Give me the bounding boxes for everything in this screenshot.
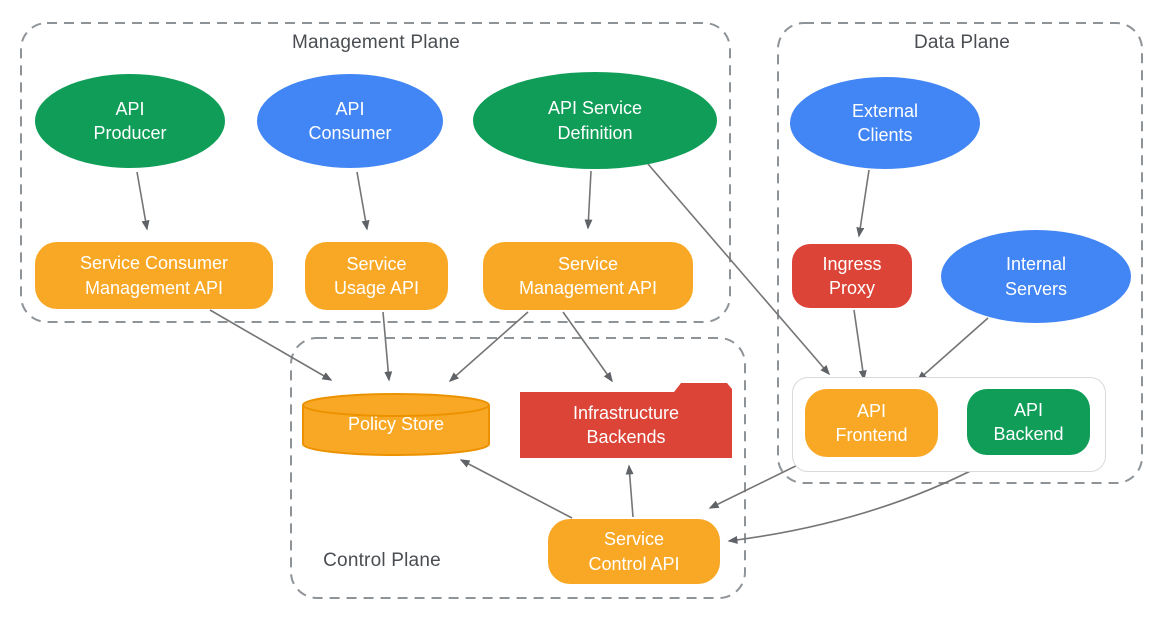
- edge-frontend-to-sca: [708, 458, 811, 509]
- node-api-consumer: API Consumer: [257, 74, 443, 168]
- data-plane-title: Data Plane: [913, 32, 1010, 53]
- management-plane-title: Management Plane: [292, 32, 460, 53]
- edge-sca-to-policy-store: [459, 459, 573, 519]
- node-service-usage-api: Service Usage API: [305, 242, 448, 310]
- edge-consumer-to-sua: [356, 171, 370, 231]
- infrastructure-backends-shape: [520, 383, 732, 458]
- node-service-management-api: Service Management API: [483, 242, 693, 310]
- edge-backend-to-sca: [727, 457, 996, 544]
- edge-extclients-to-ingress: [856, 169, 870, 238]
- node-service-control-api: Service Control API: [548, 519, 720, 584]
- edge-asd-to-frontend: [647, 163, 830, 376]
- node-api-backend: API Backend: [967, 389, 1090, 455]
- edge-sma-to-policy-store: [448, 311, 529, 382]
- edge-sua-to-policy-store: [382, 311, 393, 382]
- edge-scma-to-policy-store: [209, 309, 333, 381]
- edge-internal-to-frontend: [916, 317, 989, 381]
- edge-sma-to-infra-backends: [562, 311, 613, 383]
- policy-store-shape: [302, 393, 490, 456]
- node-ingress-proxy: Ingress Proxy: [792, 244, 912, 308]
- data-plane-box: [777, 22, 1143, 484]
- node-api-producer: API Producer: [35, 74, 225, 168]
- control-plane-box: [290, 337, 746, 599]
- management-plane-box: [20, 22, 731, 323]
- edge-asd-to-sma: [584, 170, 593, 230]
- node-service-consumer-management-api: Service Consumer Management API: [35, 242, 273, 309]
- node-api-service-definition: API Service Definition: [473, 72, 717, 169]
- node-internal-servers: Internal Servers: [941, 230, 1131, 323]
- edge-ingress-to-frontend: [853, 309, 867, 381]
- control-plane-title: Control Plane: [323, 550, 441, 571]
- node-api-frontend: API Frontend: [805, 389, 938, 457]
- edge-sca-to-infra-backends: [625, 464, 634, 518]
- edge-producer-to-scma: [136, 171, 150, 231]
- node-external-clients: External Clients: [790, 77, 980, 169]
